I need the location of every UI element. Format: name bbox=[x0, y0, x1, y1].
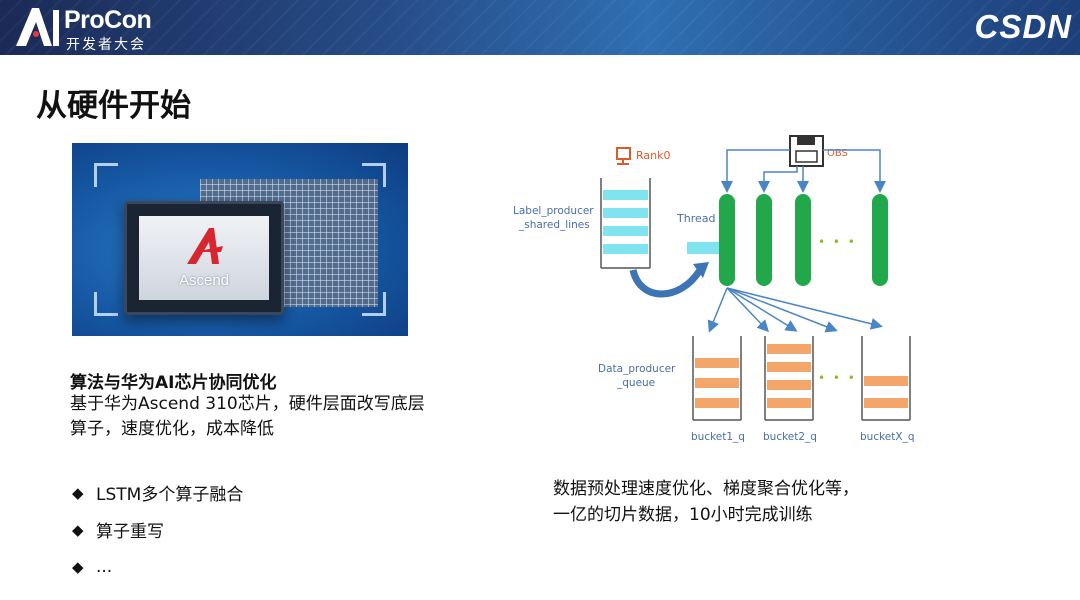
thread-tube bbox=[795, 194, 811, 286]
label-producer-label: Label_producer bbox=[513, 205, 594, 217]
diamond-bullet-icon: ◆ bbox=[72, 520, 84, 539]
bullet-item: ◆ ... bbox=[72, 548, 243, 585]
caption-line: 一亿的切片数据，10小时完成训练 bbox=[553, 505, 813, 525]
bucket-arrows bbox=[707, 287, 883, 333]
ai-procon-logo-icon bbox=[16, 8, 59, 46]
frame-corner bbox=[94, 163, 118, 187]
ascend-logo-icon bbox=[187, 228, 223, 264]
computer-icon bbox=[616, 147, 631, 160]
bullet-text: 算子重写 bbox=[96, 522, 164, 542]
caption-line: 数据预处理速度优化、梯度聚合优化等， bbox=[553, 479, 859, 499]
label-producer-label: _shared_lines bbox=[518, 219, 590, 231]
header-bar: ProCon 开发者大会 CSDN bbox=[0, 0, 1080, 55]
thread-tube bbox=[872, 194, 888, 286]
bucket-label: bucket2_q bbox=[763, 431, 817, 443]
bullet-text: ... bbox=[96, 556, 113, 577]
obs-arrows bbox=[721, 149, 886, 193]
obs-label: OBS bbox=[827, 148, 848, 159]
obs-disk-icon bbox=[789, 135, 824, 167]
frame-corner bbox=[362, 292, 386, 316]
rank0-label: Rank0 bbox=[636, 149, 670, 162]
diagram-caption: 数据预处理速度优化、梯度聚合优化等， 一亿的切片数据，10小时完成训练 bbox=[553, 476, 859, 528]
bucket-queue bbox=[861, 336, 911, 421]
slide-title: 从硬件开始 bbox=[36, 88, 191, 124]
brand-name: ProCon bbox=[64, 6, 152, 34]
label-producer-queue bbox=[600, 178, 651, 269]
chip-brand-text: Ascend bbox=[178, 272, 230, 289]
ellipsis-dots: • • • bbox=[818, 371, 857, 385]
diamond-bullet-icon: ◆ bbox=[72, 557, 84, 576]
data-producer-label: _queue bbox=[616, 377, 655, 389]
diamond-bullet-icon: ◆ bbox=[72, 483, 84, 502]
chip-package: Ascend bbox=[124, 201, 284, 315]
chip-face: Ascend bbox=[139, 216, 269, 300]
bucket-label: bucket1_q bbox=[691, 431, 745, 443]
bucket-queue bbox=[764, 336, 814, 421]
curved-arrow-icon bbox=[629, 268, 703, 298]
ellipsis-dots: • • • bbox=[818, 235, 857, 249]
frame-corner bbox=[94, 292, 118, 316]
thread-tube bbox=[756, 194, 772, 286]
bullet-item: ◆ 算子重写 bbox=[72, 511, 243, 548]
bullet-item: ◆ LSTM多个算子融合 bbox=[72, 474, 243, 511]
rank0-node: Rank0 bbox=[616, 147, 670, 165]
ai-procon-logo: ProCon 开发者大会 bbox=[12, 4, 172, 53]
bucket-queue bbox=[692, 336, 742, 421]
bucket-label: bucketX_q bbox=[860, 431, 914, 443]
thread-tubes bbox=[719, 194, 888, 286]
section-body: 基于华为Ascend 310芯片，硬件层面改写底层算子，速度优化，成本降低 bbox=[70, 394, 425, 439]
thread-tube bbox=[719, 194, 735, 286]
frame-corner bbox=[362, 163, 386, 187]
data-pipeline-diagram: Rank0 Label_producer _shared_lines Threa… bbox=[513, 135, 914, 443]
bullet-list: ◆ LSTM多个算子融合 ◆ 算子重写 ◆ ... bbox=[72, 474, 243, 585]
ascend-chip-image: Ascend bbox=[72, 143, 408, 336]
csdn-logo: CSDN bbox=[974, 8, 1072, 45]
data-producer-label: Data_producer bbox=[598, 363, 676, 375]
brand-subtitle: 开发者大会 bbox=[66, 37, 146, 53]
thread-buffer bbox=[687, 242, 727, 254]
bullet-text: LSTM多个算子融合 bbox=[96, 485, 244, 505]
section-heading: 算法与华为AI芯片协同优化 bbox=[70, 373, 277, 393]
thread-label: Thread bbox=[676, 212, 715, 225]
